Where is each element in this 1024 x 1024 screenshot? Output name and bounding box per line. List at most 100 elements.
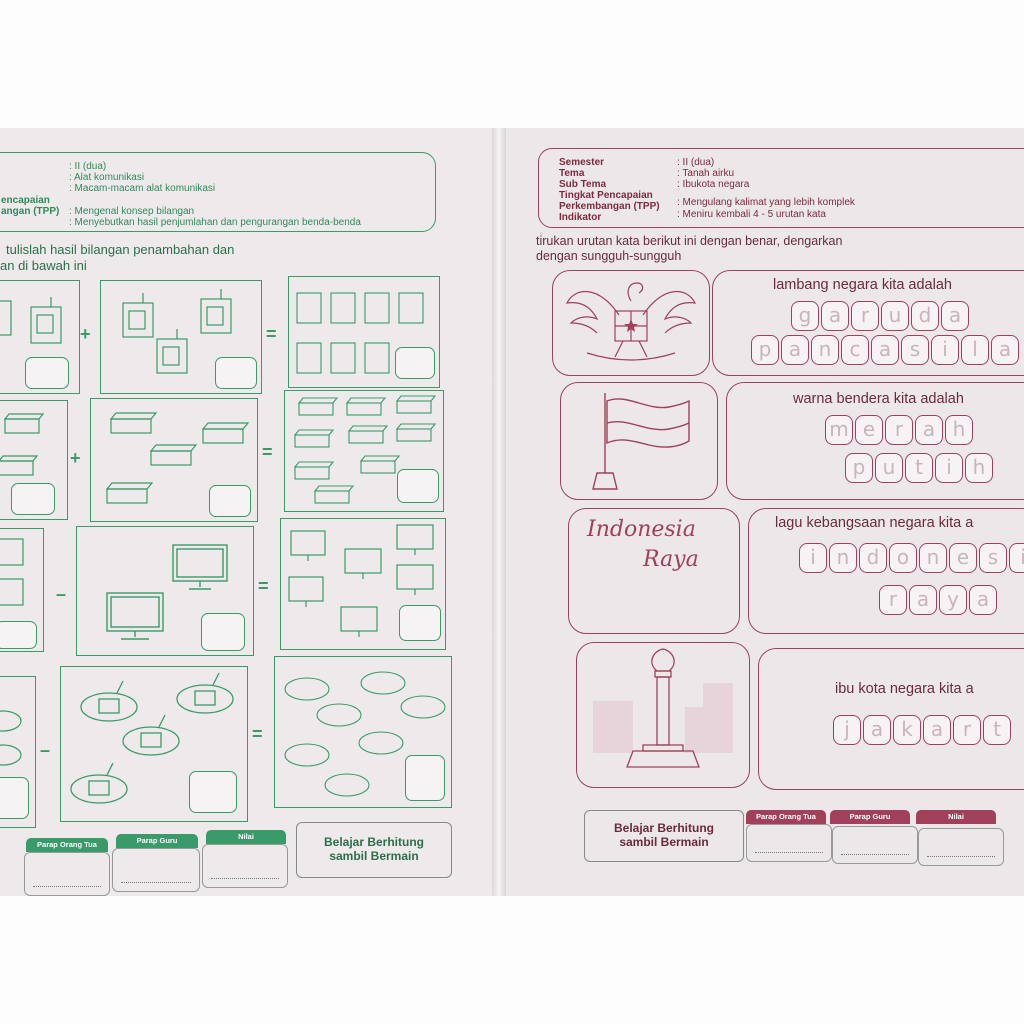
row1-left-answer-box[interactable]: [25, 357, 69, 389]
score-field[interactable]: [202, 844, 288, 888]
tag-parent-signature: Parap Orang Tua: [26, 838, 108, 852]
row2-result-box: [284, 390, 444, 512]
monitor-icon: [288, 524, 434, 637]
item3-word1-tile-8: i: [1009, 543, 1024, 573]
left-footer-title-line1: Belajar Berhitung: [323, 835, 425, 849]
row2-middle-answer-box[interactable]: [209, 485, 251, 517]
left-instruction-line1: tulislah hasil bilangan penambahan dan: [6, 242, 235, 257]
item1-sentence: lambang negara kita adalah: [773, 277, 952, 293]
item3-word2-tile-4: a: [969, 585, 997, 615]
row1-result-answer-box[interactable]: [395, 347, 435, 379]
item2-word1-tile-5: h: [945, 415, 973, 445]
row1-equals: =: [266, 324, 277, 344]
item1-word1-tile-2: a: [821, 301, 849, 331]
item3-word2-tile-1: r: [879, 585, 907, 615]
row4-middle-answer-box[interactable]: [189, 771, 237, 813]
row2-equals: =: [262, 442, 273, 462]
anthem-title-2: Raya: [643, 547, 699, 572]
left-tpp-label-2: angan (TPP): [1, 206, 60, 217]
right-score-field[interactable]: [918, 828, 1004, 866]
monas-picture-panel: [576, 642, 750, 788]
item1-word2-tile-7: i: [931, 335, 959, 365]
tag-teacher-signature: Parap Guru: [116, 834, 198, 848]
left-subtema-value: : Macam-macam alat komunikasi: [69, 183, 216, 194]
right-subtema-value: : Ibukota negara: [677, 179, 750, 190]
flag-word-panel: warna bendera kita adalah m e r a h p u …: [726, 382, 1024, 500]
item3-word1-tile-4: o: [889, 543, 917, 573]
flag-icon: [592, 393, 690, 490]
teacher-signature-field[interactable]: [112, 848, 200, 892]
row3-result-box: [280, 518, 446, 650]
right-tema-value: : Tanah airku: [677, 168, 735, 179]
item1-word1-tile-1: g: [791, 301, 819, 331]
item1-word1-tile-4: u: [881, 301, 909, 331]
right-tag-score: Nilai: [916, 810, 996, 824]
right-tpp-label-1: Tingkat Pencapaian: [559, 190, 653, 201]
item3-word1-tile-3: d: [859, 543, 887, 573]
left-tpp-value: : Mengenal konsep bilangan: [69, 206, 195, 217]
right-instruction-line2: dengan sungguh-sungguh: [536, 249, 682, 263]
row1-result-box: [288, 276, 440, 388]
left-info-box: : II (dua) : Alat komunikasi : Macam-mac…: [0, 152, 436, 232]
row3-operator: –: [56, 584, 67, 604]
item2-word1-tile-4: a: [915, 415, 943, 445]
item3-word2-tile-2: a: [909, 585, 937, 615]
right-semester-label: Semester: [559, 157, 605, 168]
item1-word2-tile-9: a: [991, 335, 1019, 365]
item1-word2-tile-5: a: [871, 335, 899, 365]
anthem-title-1: Indonesia: [587, 517, 696, 542]
garuda-picture-panel: [552, 270, 710, 376]
fax-machine-icon: [0, 413, 45, 476]
row4-result-answer-box[interactable]: [405, 755, 445, 801]
row3-left-box: [0, 528, 44, 652]
row4-left-box: [0, 676, 36, 828]
item2-sentence: warna bendera kita adalah: [793, 391, 964, 407]
row4-operator: –: [40, 740, 51, 760]
item1-word1-tile-5: d: [911, 301, 939, 331]
anthem-word-panel: lagu kebangsaan negara kita a i n d o n …: [748, 508, 1024, 634]
right-tag-parent-signature: Parap Orang Tua: [746, 810, 826, 824]
row3-left-answer-box[interactable]: [0, 621, 37, 649]
item1-word2-tile-2: a: [781, 335, 809, 365]
item4-word1-tile-5: r: [953, 715, 981, 745]
right-parent-signature-field[interactable]: [746, 824, 832, 862]
telephone-icon: [0, 297, 62, 344]
row3-equals: =: [258, 576, 269, 596]
fax-machine-icon: [293, 395, 437, 504]
item4-word1-tile-1: j: [833, 715, 861, 745]
item1-word2-tile-4: c: [841, 335, 869, 365]
left-footer-title-line2: sambil Bermain: [329, 849, 419, 863]
anthem-picture-panel: Indonesia Raya: [568, 508, 740, 634]
item3-word1-tile-2: n: [829, 543, 857, 573]
telephone-icon: [296, 292, 424, 374]
item2-word1-tile-2: e: [855, 415, 883, 445]
item2-word1-tile-1: m: [825, 415, 853, 445]
row2-left-answer-box[interactable]: [11, 483, 55, 515]
right-teacher-signature-field[interactable]: [832, 826, 918, 864]
item4-word1-tile-2: a: [863, 715, 891, 745]
right-footer-title: Belajar Berhitung sambil Bermain: [584, 810, 744, 862]
right-tpp-value: : Mengulang kalimat yang lebih komplek: [677, 197, 855, 208]
row1-left-box: [0, 280, 80, 394]
item1-word2-tile-3: n: [811, 335, 839, 365]
radio-icon: [284, 671, 446, 797]
row2-result-answer-box[interactable]: [397, 469, 439, 503]
row1-middle-answer-box[interactable]: [215, 357, 257, 389]
item4-word1-tile-6: t: [983, 715, 1011, 745]
row3-result-answer-box[interactable]: [399, 605, 441, 641]
parent-signature-field[interactable]: [24, 852, 110, 896]
item2-word2-tile-2: u: [875, 453, 903, 483]
item2-word2-tile-3: t: [905, 453, 933, 483]
item3-word1-tile-6: e: [949, 543, 977, 573]
row3-middle-answer-box[interactable]: [201, 613, 245, 651]
row2-left-box: [0, 400, 68, 520]
row4-left-answer-box[interactable]: [0, 777, 29, 819]
item1-word1-tile-6: a: [941, 301, 969, 331]
right-tema-label: Tema: [559, 168, 585, 179]
tag-score: Nilai: [206, 830, 286, 844]
right-tpp-label-2: Perkembangan (TPP): [559, 201, 660, 212]
right-semester-value: : II (dua): [677, 157, 715, 168]
right-subtema-label: Sub Tema: [559, 179, 607, 190]
monitor-icon: [106, 544, 228, 640]
fax-machine-icon: [105, 412, 250, 504]
